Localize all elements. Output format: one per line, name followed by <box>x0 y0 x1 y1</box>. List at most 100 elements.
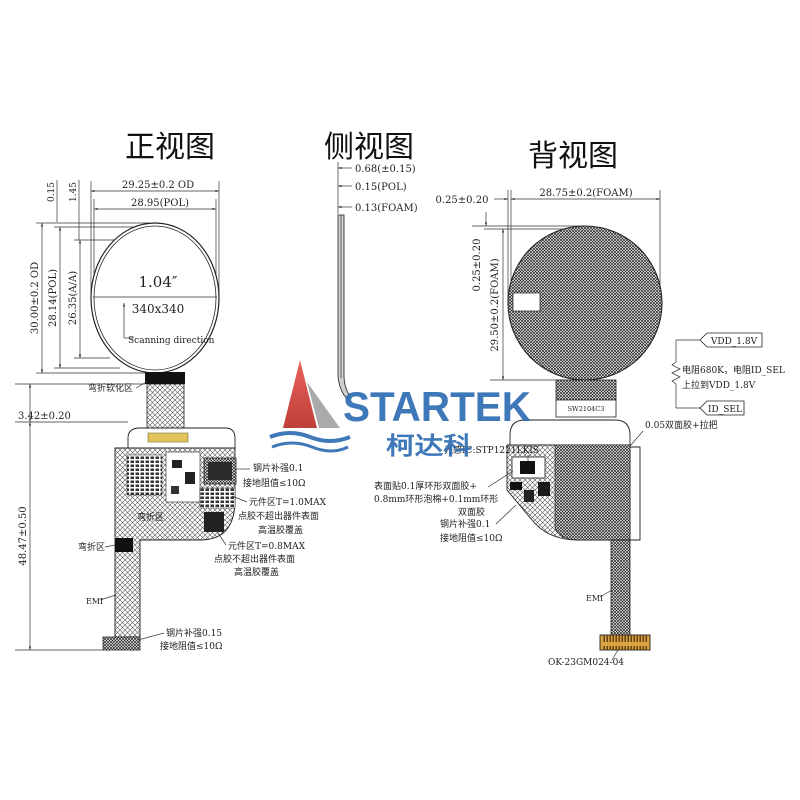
bend-soft-label: 弯折软化区 <box>88 382 133 394</box>
foam-offset-v-label: 0.25±0.20 <box>472 239 483 292</box>
startek-logo: STARTEK 柯达科 <box>269 360 531 460</box>
component-zone-1-label: 元件区T=1.0MAX <box>249 496 327 508</box>
back-component <box>524 490 534 502</box>
side-view-title: 侧视图 <box>324 130 414 165</box>
resistor-note: 电阻680K，电阻ID_SEL <box>682 364 785 376</box>
leader-line <box>495 504 517 525</box>
od-width-label: 29.25±0.2 OD <box>122 180 194 191</box>
display-resolution-label: 340x340 <box>132 302 185 316</box>
back-view: 背视图 0.25±0.20 28.75±0.2(FOAM) 0.25±0.20 … <box>374 139 718 668</box>
ground-1-label: 接地阻值≤10Ω <box>243 477 305 489</box>
side-panel <box>337 214 351 400</box>
back-narrow-fpc <box>610 539 631 637</box>
component-zone-2-label: 元件区T=0.8MAX <box>228 540 306 552</box>
leader-line <box>599 589 613 598</box>
back-stiffener-label: 钢片补强0.1 <box>440 518 490 530</box>
fpc-offset-label: 3.42±0.20 <box>18 411 71 422</box>
leader-line <box>629 430 644 447</box>
ring-tape-label-2: 0.8mm环形泡棉+0.1mm环形 <box>374 493 498 505</box>
leader-line <box>99 594 117 601</box>
back-housing-top <box>509 419 631 446</box>
leader-line <box>137 632 165 641</box>
side-foam-label: 0.13(FOAM) <box>355 203 418 214</box>
bend-zone-right-label: 弯折区 <box>137 511 164 523</box>
fpc-length-label: 48.47±0.50 <box>18 506 29 565</box>
side-total-label: 0.68(±0.15) <box>355 164 416 175</box>
leader-line <box>231 495 248 503</box>
pullup-note: 上拉到VDD_1.8V <box>682 379 756 391</box>
cover-note-2: 高温胶覆盖 <box>234 566 279 578</box>
logo-wave <box>271 441 349 453</box>
display-outline-pol <box>93 225 217 371</box>
vdd-net-label: VDD_1.8V <box>710 337 758 347</box>
back-label-code: SW2104C3 <box>568 405 605 413</box>
logo-chinese-text: 柯达科 <box>386 432 472 460</box>
back-fpc-neck <box>555 379 617 401</box>
component-chip <box>185 472 195 484</box>
gold-finger-strip <box>147 432 189 443</box>
back-component <box>510 482 522 490</box>
aa-height-label: 26.35(A/A) <box>68 271 79 325</box>
od-height-label: 30.00±0.2 OD <box>30 262 41 334</box>
front-view: 正视图 29.25±0.2 OD 28.95(POL) 0.15 1.45 30… <box>15 130 327 652</box>
foam-width-label: 28.75±0.2(FOAM) <box>539 188 632 199</box>
front-view-title: 正视图 <box>125 130 215 165</box>
foam-height-label: 29.50±0.2(FOAM) <box>490 258 501 351</box>
foam-offset-h-label: 0.25±0.20 <box>436 195 489 206</box>
back-body-dense <box>554 444 631 541</box>
pol-width-label: 28.95(POL) <box>131 198 189 209</box>
component-chip <box>172 460 182 468</box>
ring-tape-label-1: 表面贴0.1厚环形双面胶+ <box>374 480 477 492</box>
side-pol-label: 0.15(POL) <box>355 182 407 193</box>
component-chip <box>171 486 179 494</box>
logo-brand-text: STARTEK <box>343 383 531 430</box>
light-sensor-label: 光感IC:STP1221LKIS <box>444 444 539 456</box>
ground-2-label: 接地阻值≤10Ω <box>160 640 222 652</box>
pull-tab <box>630 446 641 541</box>
display-size-label: 1.04″ <box>138 273 177 291</box>
bend-zone-left-label: 弯折区 <box>78 541 105 553</box>
glue-note-1: 点胶不超出器件表面 <box>238 510 319 522</box>
resistor-symbol <box>671 361 681 385</box>
logo-wave <box>269 431 351 443</box>
stiffener-1-label: 钢片补强0.1 <box>253 462 303 474</box>
emi-label: EMI <box>86 597 103 606</box>
light-sensor-chip <box>520 461 535 474</box>
component-area-2 <box>204 512 224 532</box>
leader-line <box>104 544 116 548</box>
offset-b-label: 1.45 <box>69 182 79 202</box>
tape-tab-label: 0.05双面胶+拉把 <box>645 419 718 431</box>
board-connector-pins <box>603 635 647 650</box>
id-sel-net-tag <box>699 400 745 416</box>
leader-line <box>215 529 227 546</box>
leader-line <box>135 380 149 389</box>
vdd-net-tag <box>699 332 763 348</box>
glue-note-2: 点胶不超出器件表面 <box>214 553 295 565</box>
leader-line <box>611 649 619 661</box>
bend-zone-marker <box>115 538 133 552</box>
scan-direction-label: Scanning direction <box>128 336 215 346</box>
cover-note-1: 高温胶覆盖 <box>258 524 303 536</box>
back-label-plate <box>555 399 617 418</box>
bottom-stiffener <box>102 636 141 651</box>
leader-line <box>487 470 514 488</box>
offset-a-label: 0.15 <box>47 182 57 202</box>
back-view-title: 背视图 <box>528 139 618 174</box>
part-number-label: OK-23GM024-04 <box>548 658 624 668</box>
logo-red-sail <box>283 360 317 428</box>
back-cutout <box>512 292 541 312</box>
display-outline-od <box>90 222 220 374</box>
ring-tape-label-3: 双面胶 <box>458 506 485 518</box>
back-component <box>538 482 550 496</box>
back-ground-label: 接地阻值≤10Ω <box>440 532 502 544</box>
pol-height-label: 28.14(POL) <box>48 269 59 327</box>
id-sel-net-label: ID_SEL <box>708 405 742 415</box>
side-view: 侧视图 0.68(±0.15) 0.15(POL) 0.13(FOAM) <box>324 130 418 400</box>
logo-gray-sail <box>307 382 340 428</box>
stiffener-plate-inner <box>208 462 232 480</box>
fpc-bond-strip <box>145 372 185 384</box>
stiffener-2-label: 钢片补强0.15 <box>166 627 222 639</box>
component-grid-block <box>126 454 163 496</box>
component-area-1 <box>199 487 236 509</box>
